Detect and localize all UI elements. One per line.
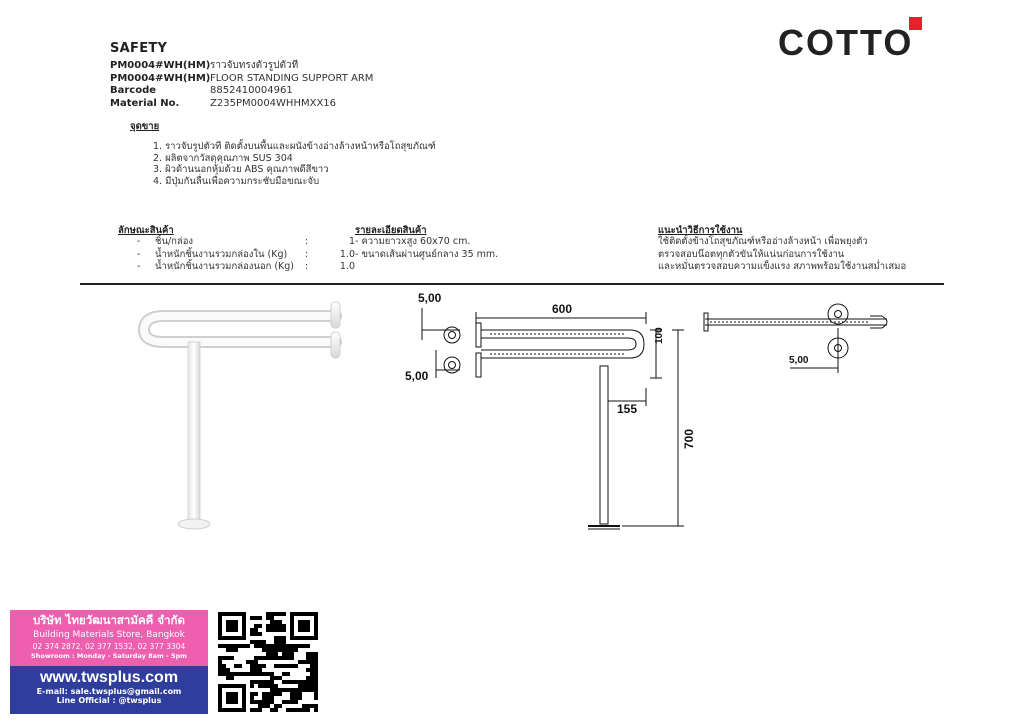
- dimension-label: 5,00: [418, 291, 442, 305]
- list-item: 4. มีปุ่มกันลื่นเพื่อความกระชับมือขณะจับ: [153, 175, 320, 187]
- specs-table: - ชิ้น/กล่อง: 1 - น้ำหนักชิ้นงานรวมกล่องใน …: [137, 236, 355, 274]
- info-key: PM0004#WH(HM): [110, 60, 211, 71]
- spec-label: ชิ้น/กล่อง: [155, 236, 194, 247]
- dimension-label: 600: [552, 302, 573, 316]
- info-value: 8852410004961: [210, 85, 293, 96]
- cotto-logo: COTTO: [778, 22, 914, 63]
- list-item: 2. ผลิตจากวัสดุคุณภาพ SUS 304: [153, 152, 293, 164]
- company-subtitle: Building Materials Store, Bangkok: [33, 630, 185, 640]
- info-value: ราวจับทรงตัวรูปตัวที: [210, 60, 299, 71]
- section-divider: [80, 283, 944, 285]
- list-item: 3. ผิวด้านนอกหุ้มด้วย ABS คุณภาพดีสีขาว: [153, 164, 329, 175]
- list-item: 1. ราวจับรูปตัวที ติดตั้งบนพื้นและผนังข้…: [153, 141, 436, 152]
- info-row: Material No. Z235PM0004WHHMXX16: [110, 98, 373, 111]
- company-name: บริษัท ไทยวัฒนาสามัคคี จำกัด: [33, 613, 185, 627]
- product-category-title: SAFETY: [110, 41, 168, 56]
- qr-code-icon[interactable]: [218, 612, 318, 712]
- dimension-label: 155: [617, 402, 638, 416]
- spec-value: 1: [348, 236, 355, 247]
- dimension-label: 100: [654, 327, 665, 344]
- details-list: - ความยาวxสูง 60x70 cm. - ขนาดเส้นผ่านศู…: [355, 236, 498, 261]
- usage-text: ใช้ติดตั้งข้างโถสุขภัณฑ์หรืออ่างล้างหน้า…: [658, 236, 908, 274]
- showroom-hours: Showroom : Monday - Saturday 8am - 5pm: [31, 652, 187, 660]
- phone-numbers: 02 374 2872, 02 377 1532, 02 377 3304: [32, 642, 186, 651]
- technical-drawing: [421, 303, 888, 530]
- bullet-dash: -: [137, 261, 141, 272]
- selling-points-heading: จุดขาย: [130, 121, 160, 132]
- usage-heading: แนะนำวิธีการใช้งาน: [658, 225, 743, 236]
- table-row: - น้ำหนักชิ้นงานรวมกล่องใน (Kg): 1.0: [137, 249, 355, 262]
- spec-label: น้ำหนักชิ้นงานรวมกล่องใน (Kg): [155, 248, 288, 260]
- info-key: Barcode: [110, 85, 157, 96]
- info-row: Barcode 8852410004961: [110, 85, 373, 98]
- details-heading: รายละเอียดสินค้า: [355, 225, 427, 236]
- line-official-text: Line Official : @twsplus: [56, 696, 162, 705]
- dimension-label: 5,00: [405, 369, 429, 383]
- bullet-dash: -: [137, 236, 141, 247]
- info-row: PM0004#WH(HM)FLOOR STANDING SUPPORT ARM: [110, 73, 373, 86]
- spec-value: 1.0: [339, 261, 355, 272]
- list-item: - ความยาวxสูง 60x70 cm.: [355, 236, 471, 247]
- table-row: - น้ำหนักชิ้นงานรวมกล่องนอก (Kg): 1.0: [137, 261, 355, 274]
- bullet-dash: -: [137, 248, 141, 260]
- info-key: Material No.: [110, 97, 180, 109]
- logo-red-square: [909, 17, 922, 30]
- info-value: FLOOR STANDING SUPPORT ARM: [210, 72, 374, 84]
- list-item: - ขนาดเส้นผ่านศูนย์กลาง 35 mm.: [355, 248, 499, 260]
- specs-heading: ลักษณะสินค้า: [118, 225, 174, 236]
- colon: :: [305, 261, 309, 272]
- usage-line: ตรวจสอบน๊อตทุกตัวขันให้แน่นก่อนการใช้งาน: [658, 248, 845, 260]
- product-photo: [137, 301, 342, 530]
- colon: :: [305, 248, 309, 260]
- banner-top: บริษัท ไทยวัฒนาสามัคคี จำกัด Building Ma…: [10, 610, 208, 666]
- usage-line: ใช้ติดตั้งข้างโถสุขภัณฑ์หรืออ่างล้างหน้า…: [658, 236, 868, 247]
- website-link[interactable]: www.twsplus.com: [39, 669, 179, 686]
- info-key: PM0004#WH(HM): [110, 72, 211, 84]
- usage-line: และหมั่นตรวจสอบความแข็งแรง สภาพพร้อมใช้ง…: [658, 261, 907, 272]
- product-info-table: PM0004#WH(HM)ราวจับทรงตัวรูปตัวที PM0004…: [110, 60, 373, 110]
- dimension-label: 5,00: [789, 355, 809, 366]
- info-value: Z235PM0004WHHMXX16: [210, 97, 337, 109]
- table-row: - ชิ้น/กล่อง: 1: [137, 236, 355, 249]
- info-row: PM0004#WH(HM)ราวจับทรงตัวรูปตัวที: [110, 60, 373, 73]
- store-banner: บริษัท ไทยวัฒนาสามัคคี จำกัด Building Ma…: [10, 610, 208, 714]
- banner-bottom: www.twsplus.com E-mail: sale.twsplus@gma…: [10, 666, 208, 714]
- selling-points-list: 1. ราวจับรูปตัวที ติดตั้งบนพื้นและผนังข้…: [153, 141, 436, 187]
- spec-label: น้ำหนักชิ้นงานรวมกล่องนอก (Kg): [155, 261, 295, 272]
- spec-value: 1.0: [339, 248, 355, 260]
- email-text: E-mail: sale.twsplus@gmail.com: [36, 687, 182, 696]
- colon: :: [305, 236, 309, 247]
- dimension-label: 700: [682, 428, 696, 449]
